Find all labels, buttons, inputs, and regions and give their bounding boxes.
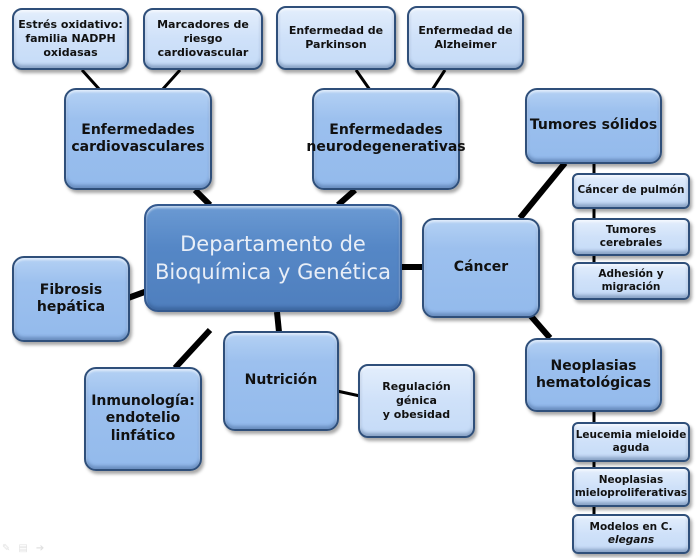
connector-cancer-hemato: [527, 313, 553, 340]
node-acute-myeloid-leukemia[interactable]: Leucemia mieloide aguda: [572, 422, 690, 462]
node-brain-tumors[interactable]: Tumores cerebrales: [572, 218, 690, 256]
central-label: Departamento de Bioquímica y Genética: [155, 231, 391, 284]
node-hematologic-neoplasms[interactable]: Neoplasias hematológicas: [525, 338, 662, 412]
node-cancer[interactable]: Cáncer: [422, 218, 540, 318]
node-label: Inmunología: endotelio linfático: [91, 392, 195, 444]
models-italic: elegans: [607, 534, 655, 546]
connector-neuro-parkinson: [354, 69, 372, 91]
connector-main-cardio: [192, 187, 213, 208]
connector-cancer-solid: [517, 161, 568, 220]
node-label: Estrés oxidativo: familia NADPH oxidasas: [18, 18, 123, 59]
node-label: Adhesión y migración: [598, 267, 664, 293]
connector-nutrition-regulation: [336, 389, 361, 398]
node-neurodegenerative-diseases[interactable]: Enfermedades neurodegenerativas: [306, 88, 466, 190]
connector-cardio-oxidative: [80, 68, 102, 92]
node-liver-fibrosis[interactable]: Fibrosis hepática: [12, 256, 130, 342]
node-central-department[interactable]: Departamento de Bioquímica y Genética: [144, 204, 402, 312]
node-oxidative-stress[interactable]: Estrés oxidativo: familia NADPH oxidasas: [12, 8, 129, 70]
node-solid-tumors[interactable]: Tumores sólidos: [525, 88, 662, 164]
connector-neuro-alzheimer: [430, 69, 447, 91]
node-label: Neoplasias mieloproliferativas: [574, 473, 688, 499]
node-label: Tumores cerebrales: [599, 223, 663, 249]
connector-main-nutrition: [274, 311, 282, 333]
connector-main-neuro: [336, 187, 357, 208]
node-label: Enfermedad de Parkinson: [288, 24, 384, 51]
node-c-elegans-models[interactable]: Modelos en C.elegans: [572, 514, 690, 554]
connector-cardio-markers: [160, 68, 182, 92]
node-myeloproliferative-neoplasms[interactable]: Neoplasias mieloproliferativas: [572, 467, 690, 507]
models-prefix: Modelos en C.: [589, 520, 673, 533]
node-cardio-risk-markers[interactable]: Marcadores de riesgo cardiovascular: [143, 8, 263, 70]
node-cardiovascular-diseases[interactable]: Enfermedades cardiovasculares: [64, 88, 212, 190]
node-label: Neoplasias hematológicas: [535, 357, 652, 392]
node-lung-cancer[interactable]: Cáncer de pulmón: [572, 173, 690, 209]
node-label: Modelos en C.elegans: [590, 521, 673, 547]
pen-icon[interactable]: ✎: [2, 543, 11, 554]
node-label: Enfermedades cardiovasculares: [71, 121, 205, 156]
arrow-icon[interactable]: ➔: [35, 543, 45, 554]
node-label: Enfermedad de Alzheimer: [418, 24, 513, 51]
connector-main-immuno: [172, 327, 213, 371]
node-adhesion-migration[interactable]: Adhesión y migración: [572, 262, 690, 300]
node-alzheimer[interactable]: Enfermedad de Alzheimer: [407, 6, 524, 70]
node-gene-regulation-obesity[interactable]: Regulación génica y obesidad: [358, 364, 475, 438]
node-label: Marcadores de riesgo cardiovascular: [157, 18, 249, 59]
node-label: Regulación génica y obesidad: [382, 380, 451, 421]
node-nutrition[interactable]: Nutrición: [223, 331, 339, 431]
node-label: Tumores sólidos: [529, 117, 658, 134]
node-parkinson[interactable]: Enfermedad de Parkinson: [276, 6, 396, 70]
node-label: Leucemia mieloide aguda: [575, 428, 687, 454]
slideshow-controls: ✎ ▤ ➔: [2, 543, 44, 554]
node-label: Cáncer: [453, 259, 509, 276]
node-immunology-lymphatic[interactable]: Inmunología: endotelio linfático: [84, 367, 202, 471]
node-label: Fibrosis hepática: [36, 281, 106, 316]
node-label: Enfermedades neurodegenerativas: [306, 121, 466, 156]
slide-icon[interactable]: ▤: [18, 543, 28, 554]
node-label: Nutrición: [244, 372, 318, 389]
node-label: Cáncer de pulmón: [577, 184, 685, 197]
